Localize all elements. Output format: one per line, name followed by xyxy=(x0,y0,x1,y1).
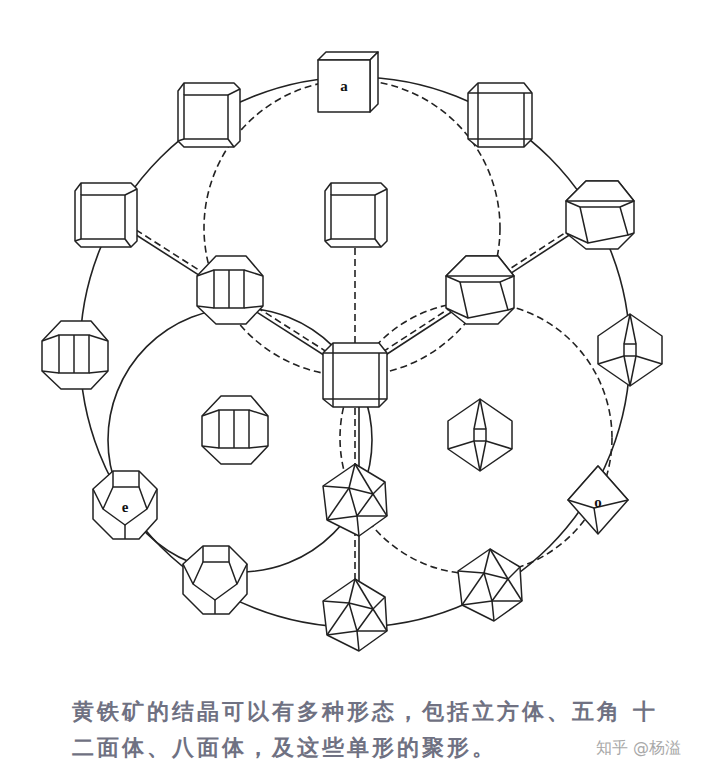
crystal-letter: a xyxy=(340,79,348,94)
caption-text: 黄铁矿的结晶可以有多种形态，包括立方体、五角 十二面体、八面体，及这些单形的聚形… xyxy=(72,694,664,766)
watermark: 知乎 @杨溢 xyxy=(596,738,681,759)
crystal-letter: e xyxy=(122,500,129,515)
crystal-letter: o xyxy=(594,495,602,510)
